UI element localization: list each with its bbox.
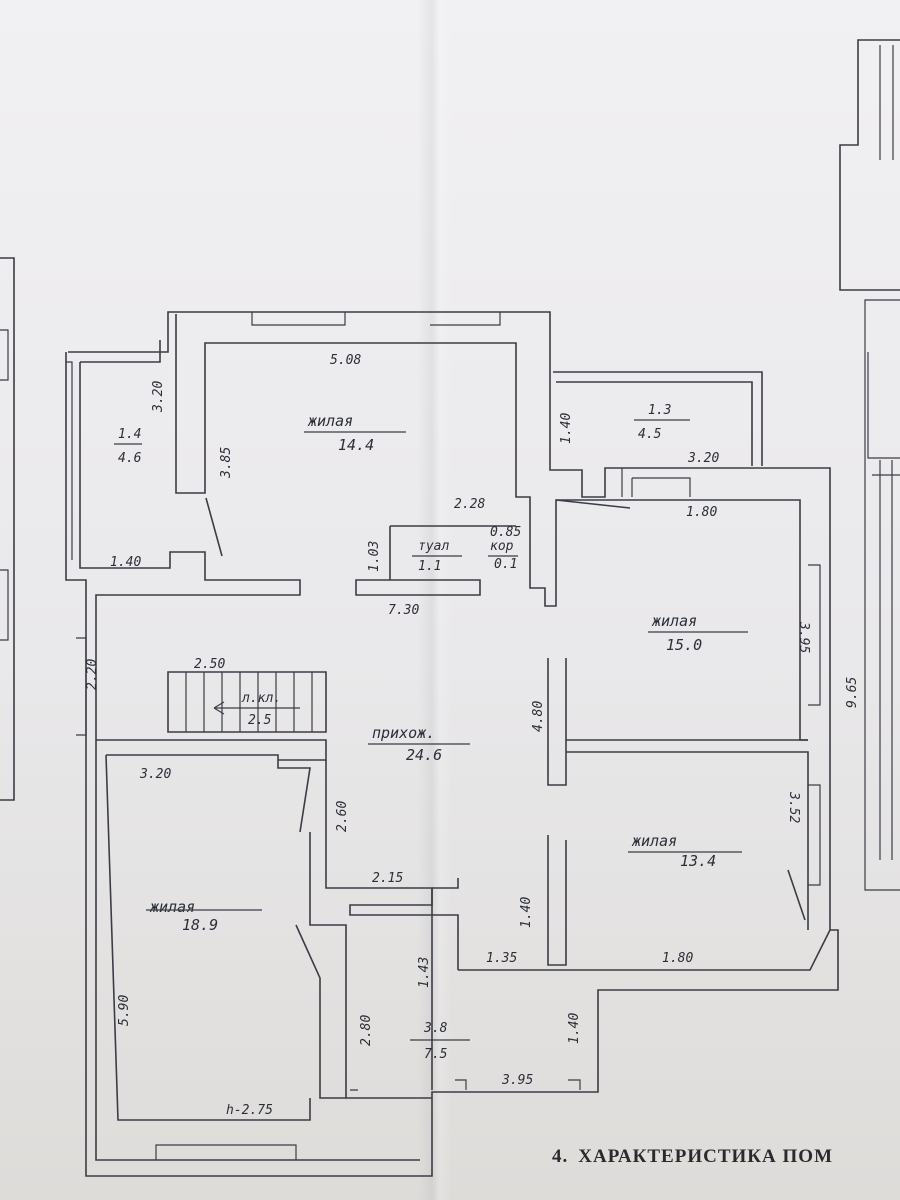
dimension-label: h-2.75	[226, 1103, 273, 1118]
dimension-label: 4.80	[531, 701, 546, 732]
dimension-label: 3.95	[501, 1073, 533, 1088]
dimension-label: 1.80	[686, 505, 717, 520]
room-r13-name: 1.3	[648, 403, 671, 418]
room-r38-area: 7.5	[424, 1047, 448, 1062]
room-corridor-area: 0.1	[494, 557, 517, 572]
room-living-150-area: 15.0	[666, 636, 702, 654]
room-living-134-name: жилая	[631, 832, 677, 850]
room-hall-name: прихож.	[372, 724, 435, 742]
dimension-label: 2.28	[454, 497, 485, 512]
dimension-label: 1.40	[559, 413, 574, 444]
dimension-label: 3.52	[786, 791, 801, 823]
room-corridor-name: кор	[490, 539, 514, 554]
dimension-label: 3.85	[219, 447, 234, 479]
dimension-label: 1.80	[662, 951, 693, 966]
room-toilet-name: туал	[418, 539, 449, 554]
stair	[167, 671, 327, 733]
room-r38-name: 3.8	[423, 1021, 448, 1036]
dimension-label: 2.20	[85, 659, 100, 690]
room-living-189-name: жилая	[149, 898, 195, 916]
dimension-label: 0.85	[490, 525, 521, 540]
room-living-150-name: жилая	[651, 612, 697, 630]
dimension-label: 5.08	[330, 353, 361, 368]
room-r13-area: 4.5	[638, 427, 662, 442]
dimension-label: 3.20	[151, 381, 166, 413]
windows	[66, 312, 821, 1160]
room-living-189-area: 18.9	[182, 916, 218, 934]
dimension-label: 1.43	[417, 957, 432, 988]
dimension-label: 7.30	[388, 603, 419, 618]
dimension-label: 3.95	[796, 621, 811, 653]
room-living-134-area: 13.4	[680, 852, 716, 870]
room-toilet-area: 1.1	[418, 559, 441, 574]
dimension-label: 9.65	[845, 677, 860, 708]
footer-number: 4.	[552, 1146, 569, 1167]
footer-heading: 4. ХАРАКТЕРИСТИКА ПОМ	[552, 1146, 833, 1168]
dimension-label: 2.60	[335, 801, 350, 832]
dimension-label: 1.40	[519, 897, 534, 928]
room-r14-area: 4.6	[118, 451, 142, 466]
dimension-label: 1.35	[486, 951, 517, 966]
room-stair-area: 2.5	[248, 713, 272, 728]
interior-walls	[96, 314, 831, 1121]
room-r14-name: 1.4	[118, 427, 141, 442]
dimension-label: 3.20	[687, 451, 719, 466]
room-hall-area: 24.6	[406, 746, 442, 764]
footer-title: ХАРАКТЕРИСТИКА ПОМ	[578, 1146, 834, 1167]
room-stair-name: л.кл.	[241, 691, 281, 706]
dimension-label: 2.80	[359, 1015, 374, 1046]
dimension-label: 2.50	[194, 657, 225, 672]
right-page-fragment	[839, 39, 900, 891]
dimension-label: 1.40	[567, 1013, 582, 1044]
dimension-label: 3.20	[139, 767, 171, 782]
room-labels: 1.4 4.6 жилая 14.4 1.3 4.5 туал 1.1 кор …	[114, 403, 748, 1062]
left-page-fragment	[0, 257, 15, 801]
dimension-label: 2.15	[372, 871, 403, 886]
room-living-144-area: 14.4	[338, 436, 374, 454]
outer-walls	[65, 311, 839, 1177]
room-living-144-name: жилая	[307, 412, 353, 430]
dimension-label: 5.90	[117, 995, 132, 1026]
dimension-labels: 5.08 3.20 3.85 1.40 1.40 3.20 2.28 0.85 …	[85, 353, 860, 1118]
dimension-label: 1.03	[367, 541, 382, 572]
dimension-label: 1.40	[110, 555, 141, 570]
